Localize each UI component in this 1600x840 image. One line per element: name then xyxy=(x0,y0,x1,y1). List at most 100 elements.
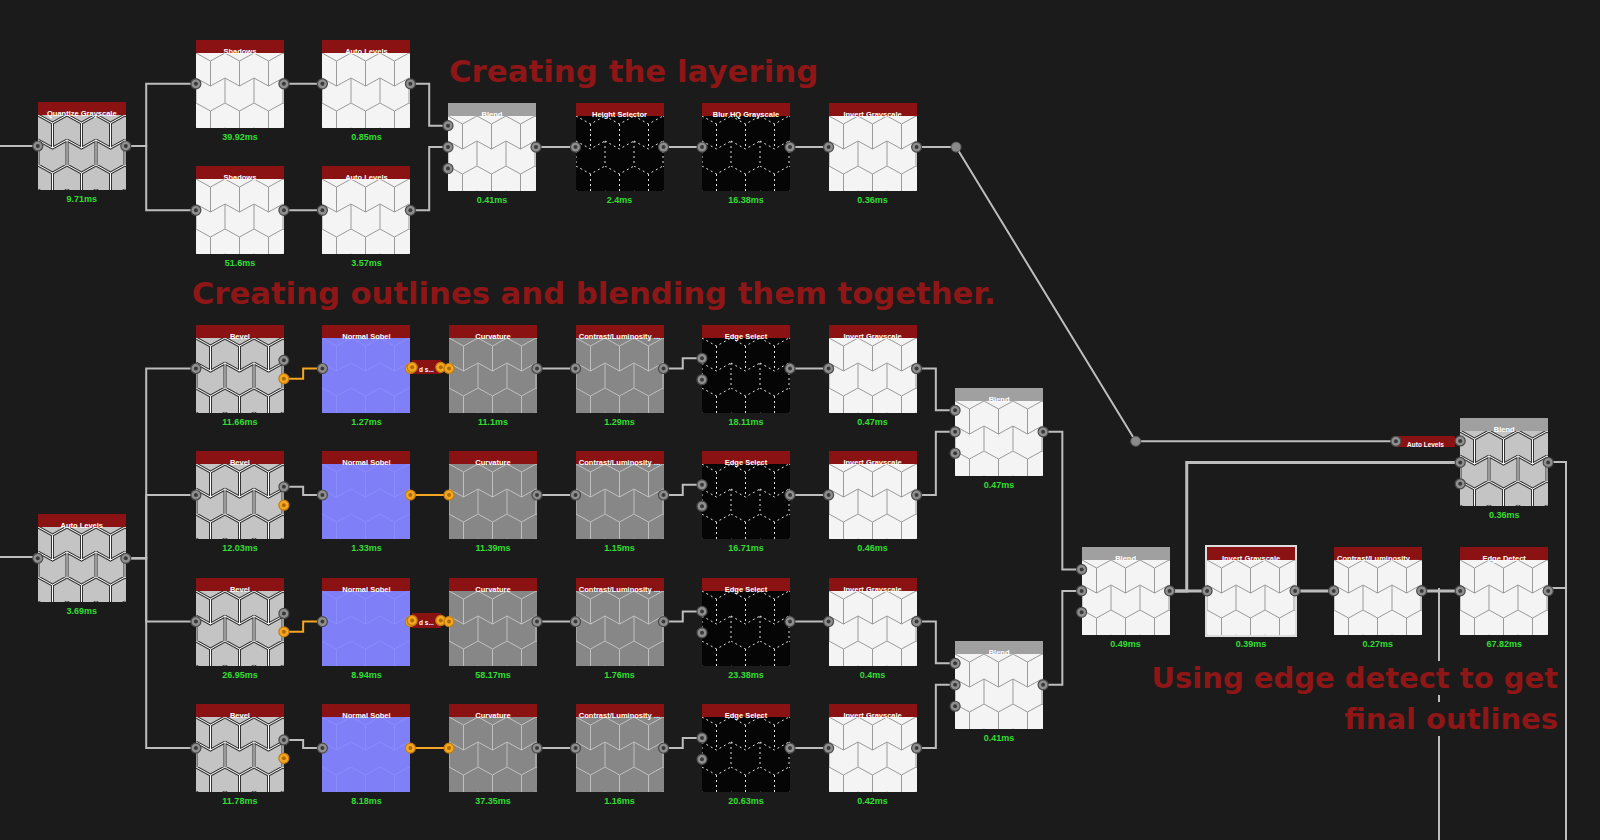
node-title: Curvature xyxy=(475,711,510,720)
node-header: Invert Grayscale xyxy=(829,704,917,717)
port-center xyxy=(700,145,704,149)
graph-node: d s... xyxy=(412,613,441,627)
port xyxy=(571,142,581,152)
connector xyxy=(664,611,703,621)
graph-node: Shadows51.6ms xyxy=(196,166,284,254)
graph-node: Invert Grayscale0.39ms xyxy=(1207,547,1295,635)
graph-node: Invert Grayscale0.47ms xyxy=(829,325,917,413)
port-center xyxy=(788,493,792,497)
port xyxy=(785,743,795,753)
port-center xyxy=(1168,589,1172,593)
graph-node: Curvature11.39ms xyxy=(449,451,537,539)
node-thumbnail xyxy=(829,338,917,413)
connector xyxy=(1422,589,1461,592)
port xyxy=(191,743,201,753)
node-thumbnail xyxy=(322,179,410,254)
node-header: Edge Select xyxy=(702,704,790,717)
port xyxy=(531,142,541,152)
node-title: Blur HQ Grayscale xyxy=(713,110,779,119)
node-thumbnail xyxy=(1334,560,1422,635)
port xyxy=(532,617,542,627)
connector xyxy=(126,146,196,210)
node-header: Invert Grayscale xyxy=(829,578,917,591)
section-note: Using edge detect to get final outlines xyxy=(1152,661,1558,736)
node-header: Curvature xyxy=(449,451,537,464)
node-thumbnail xyxy=(955,654,1043,729)
port xyxy=(407,615,417,625)
node-timing: 9.71ms xyxy=(18,194,146,204)
node-timing: 0.49ms xyxy=(1062,639,1190,649)
port-center xyxy=(915,746,919,750)
connector xyxy=(537,494,576,496)
node-title: Contrast/Luminosity ... xyxy=(579,458,660,467)
port-center xyxy=(408,620,412,624)
port xyxy=(279,735,289,745)
node-timing: 16.38ms xyxy=(682,195,810,205)
port-center xyxy=(700,757,704,761)
connector xyxy=(126,369,196,559)
port xyxy=(1290,586,1300,596)
graph-node: Blend0.36ms xyxy=(1460,418,1548,506)
port xyxy=(824,142,834,152)
port-center xyxy=(827,620,831,624)
port xyxy=(405,79,415,89)
node-timing: 0.4ms xyxy=(809,670,937,680)
port xyxy=(443,164,453,174)
connector xyxy=(664,738,703,748)
connector xyxy=(537,621,576,623)
port-center xyxy=(662,367,666,371)
node-title: Edge Select xyxy=(725,585,768,594)
node-title: Blend xyxy=(989,648,1010,657)
node-thumbnail xyxy=(322,338,410,413)
port-center xyxy=(953,430,957,434)
node-thumbnail xyxy=(1460,431,1548,506)
port-center xyxy=(700,609,704,613)
node-title: Blend xyxy=(1494,425,1515,434)
port xyxy=(407,362,417,372)
port-center xyxy=(408,493,412,497)
port xyxy=(950,427,960,437)
port xyxy=(436,615,446,625)
port xyxy=(444,617,454,627)
connector xyxy=(410,147,448,210)
port xyxy=(950,658,960,668)
port xyxy=(697,142,707,152)
port xyxy=(912,364,922,374)
port-center xyxy=(574,145,578,149)
node-thumbnail xyxy=(829,116,917,191)
node-thumbnail xyxy=(322,717,410,792)
wire-stub xyxy=(1549,462,1566,840)
port xyxy=(317,364,327,374)
port-center xyxy=(1293,589,1297,593)
port-center xyxy=(1080,567,1084,571)
connector xyxy=(284,487,323,495)
port-center xyxy=(788,367,792,371)
port-center xyxy=(408,367,412,371)
port xyxy=(121,553,131,563)
port xyxy=(191,617,201,627)
graph-node: Contrast/Luminosity ...1.15ms xyxy=(576,451,664,539)
port-center xyxy=(1041,430,1045,434)
port xyxy=(912,743,922,753)
node-timing: 23.38ms xyxy=(682,670,810,680)
port-center xyxy=(320,82,324,86)
port-center xyxy=(662,145,666,149)
port-center xyxy=(915,493,919,497)
port-center xyxy=(282,358,286,362)
node-timing: 0.41ms xyxy=(428,195,556,205)
node-title: d s... xyxy=(419,366,434,373)
wire-stub xyxy=(0,556,36,558)
graph-node: Blend0.41ms xyxy=(955,641,1043,729)
node-header: Blur HQ Grayscale xyxy=(702,103,790,116)
node-title: Normal Sobel xyxy=(342,458,390,467)
node-title: Normal Sobel xyxy=(342,585,390,594)
port xyxy=(950,680,960,690)
port xyxy=(1038,427,1048,437)
port xyxy=(532,490,542,500)
port xyxy=(697,754,707,764)
port-center xyxy=(535,493,539,497)
node-header: Blend xyxy=(1082,547,1170,560)
port-center xyxy=(535,746,539,750)
port-center xyxy=(320,493,324,497)
node-header: Invert Grayscale xyxy=(829,451,917,464)
